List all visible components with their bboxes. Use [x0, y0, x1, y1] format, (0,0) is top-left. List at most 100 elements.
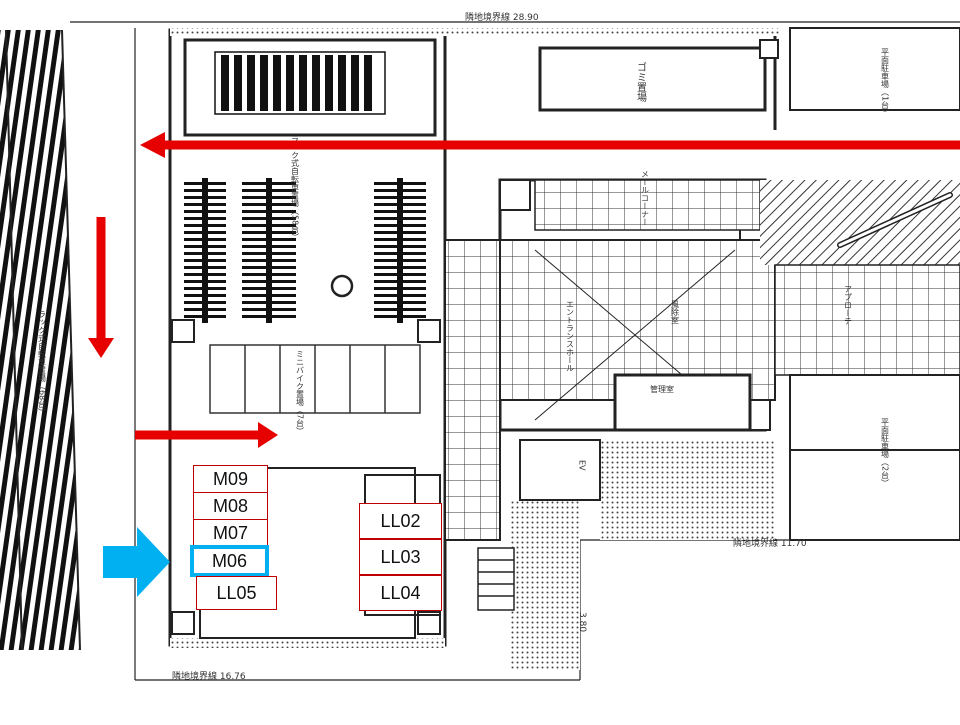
bike-slot [242, 210, 296, 213]
bike-slot [184, 189, 226, 192]
spot-label-m08[interactable]: M08 [193, 492, 268, 520]
stair [477, 547, 515, 611]
bike-slot [242, 238, 296, 241]
bike-rack-spine [202, 178, 208, 323]
room-approach: アプローチ [844, 285, 853, 325]
red-arrow-icon [140, 132, 960, 158]
bike-slot [374, 287, 426, 290]
mgmt-room [613, 373, 752, 432]
bike-slot [374, 189, 426, 192]
bike-slot [374, 203, 426, 206]
spot-label-ll03[interactable]: LL03 [359, 539, 442, 575]
bike-slot [184, 266, 226, 269]
bike-slot [221, 55, 229, 111]
bike-slot [374, 301, 426, 304]
bike-slot [184, 224, 226, 227]
bike-slot [374, 280, 426, 283]
bike-slot [247, 55, 255, 111]
round-mark [330, 274, 354, 298]
spot-label-ll02[interactable]: LL02 [359, 503, 442, 539]
bike-slot [351, 55, 359, 111]
bike-slot [325, 55, 333, 111]
room-corridor-left: ラック式自転車置場（68台） [38, 310, 47, 416]
bike-slot [286, 55, 294, 111]
bike-slot [242, 315, 296, 318]
bike-slot [242, 301, 296, 304]
spot-label-m07[interactable]: M07 [193, 519, 268, 547]
bike-slot [184, 252, 226, 255]
bike-rack-columns [184, 178, 426, 323]
bike-slot [242, 259, 296, 262]
bike-slot [184, 315, 226, 318]
mini-bike-stalls [209, 344, 421, 414]
room-wind: 風除室 [671, 300, 680, 324]
mail-floor [534, 179, 761, 231]
bike-slot [242, 294, 296, 297]
bike-slot [242, 280, 296, 283]
bike-slot [374, 259, 426, 262]
bike-slot [184, 308, 226, 311]
bike-slot [184, 203, 226, 206]
red-arrow-icon [88, 217, 114, 358]
bike-slot [242, 231, 296, 234]
bike-slot [260, 55, 268, 111]
bike-slot [184, 217, 226, 220]
bike-slot [242, 182, 296, 185]
right-hatch [760, 180, 960, 265]
perimeter-hatch-bottom [170, 638, 445, 648]
room-ev: EV [578, 460, 587, 471]
bike-slot [273, 55, 281, 111]
bike-slot [242, 252, 296, 255]
bike-slot [242, 273, 296, 276]
room-mgmt: 管理室 [650, 384, 674, 394]
bike-slot [184, 182, 226, 185]
room-parking-top: 平面駐車場（1台） [881, 48, 890, 117]
bike-slot [184, 238, 226, 241]
room-mailbox: メールコーナー [641, 170, 650, 226]
bike-slot [184, 196, 226, 199]
bike-rack-spine [397, 178, 403, 323]
bike-slot [374, 245, 426, 248]
spot-label-ll04[interactable]: LL04 [359, 575, 442, 611]
room-bike-rack: ラック式自転車置場（58台） [291, 135, 300, 241]
bike-slot [299, 55, 307, 111]
bike-slot [242, 203, 296, 206]
bike-slot [184, 210, 226, 213]
bike-slot [374, 196, 426, 199]
bike-slot [364, 55, 372, 111]
hall-floor [444, 239, 501, 541]
bike-slot [374, 294, 426, 297]
room-mini-bike: ミニバイク置場（7台） [296, 350, 305, 435]
bike-slot [242, 224, 296, 227]
bike-slot [184, 301, 226, 304]
room-entrance-hall: エントランスホール [566, 300, 575, 372]
bike-slot [374, 224, 426, 227]
spot-label-m09[interactable]: M09 [193, 465, 268, 493]
bike-slot [184, 273, 226, 276]
bike-slot [312, 55, 320, 111]
room-garbage: ゴミ置場 [635, 61, 647, 103]
spot-label-m06-selected[interactable]: M06 [190, 545, 269, 577]
dim-bottom: 隣地境界線 16.76 [172, 670, 246, 682]
courtyard-hatch [600, 440, 775, 540]
approach-hatch [510, 500, 580, 670]
bike-slot [184, 245, 226, 248]
bike-slot [242, 287, 296, 290]
red-arrow-icon [135, 422, 278, 448]
bike-slot [242, 196, 296, 199]
bike-slot [184, 287, 226, 290]
bike-slot [234, 55, 242, 111]
bike-slot [374, 217, 426, 220]
bike-slot [374, 252, 426, 255]
bike-slot [242, 308, 296, 311]
bike-slot [242, 245, 296, 248]
bike-slot [184, 259, 226, 262]
bike-slot [374, 182, 426, 185]
spot-label-ll05[interactable]: LL05 [196, 576, 277, 610]
bike-rack-top [214, 51, 386, 115]
ev-room [519, 439, 601, 501]
bike-slot [242, 217, 296, 220]
dim-top: 隣地境界線 28.90 [465, 11, 539, 23]
bike-slot [184, 231, 226, 234]
